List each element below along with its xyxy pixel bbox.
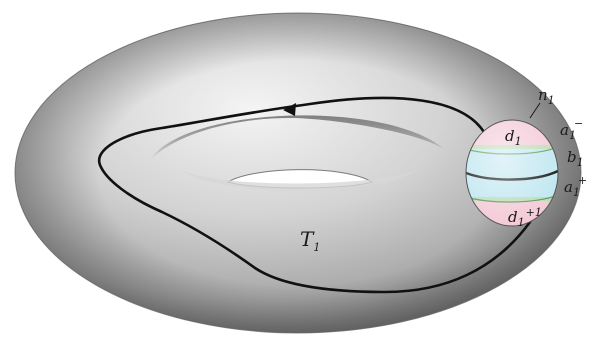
b-label: b1 bbox=[567, 148, 584, 169]
a-top-label: a1− bbox=[560, 117, 583, 142]
n-label: n1 bbox=[538, 86, 555, 107]
